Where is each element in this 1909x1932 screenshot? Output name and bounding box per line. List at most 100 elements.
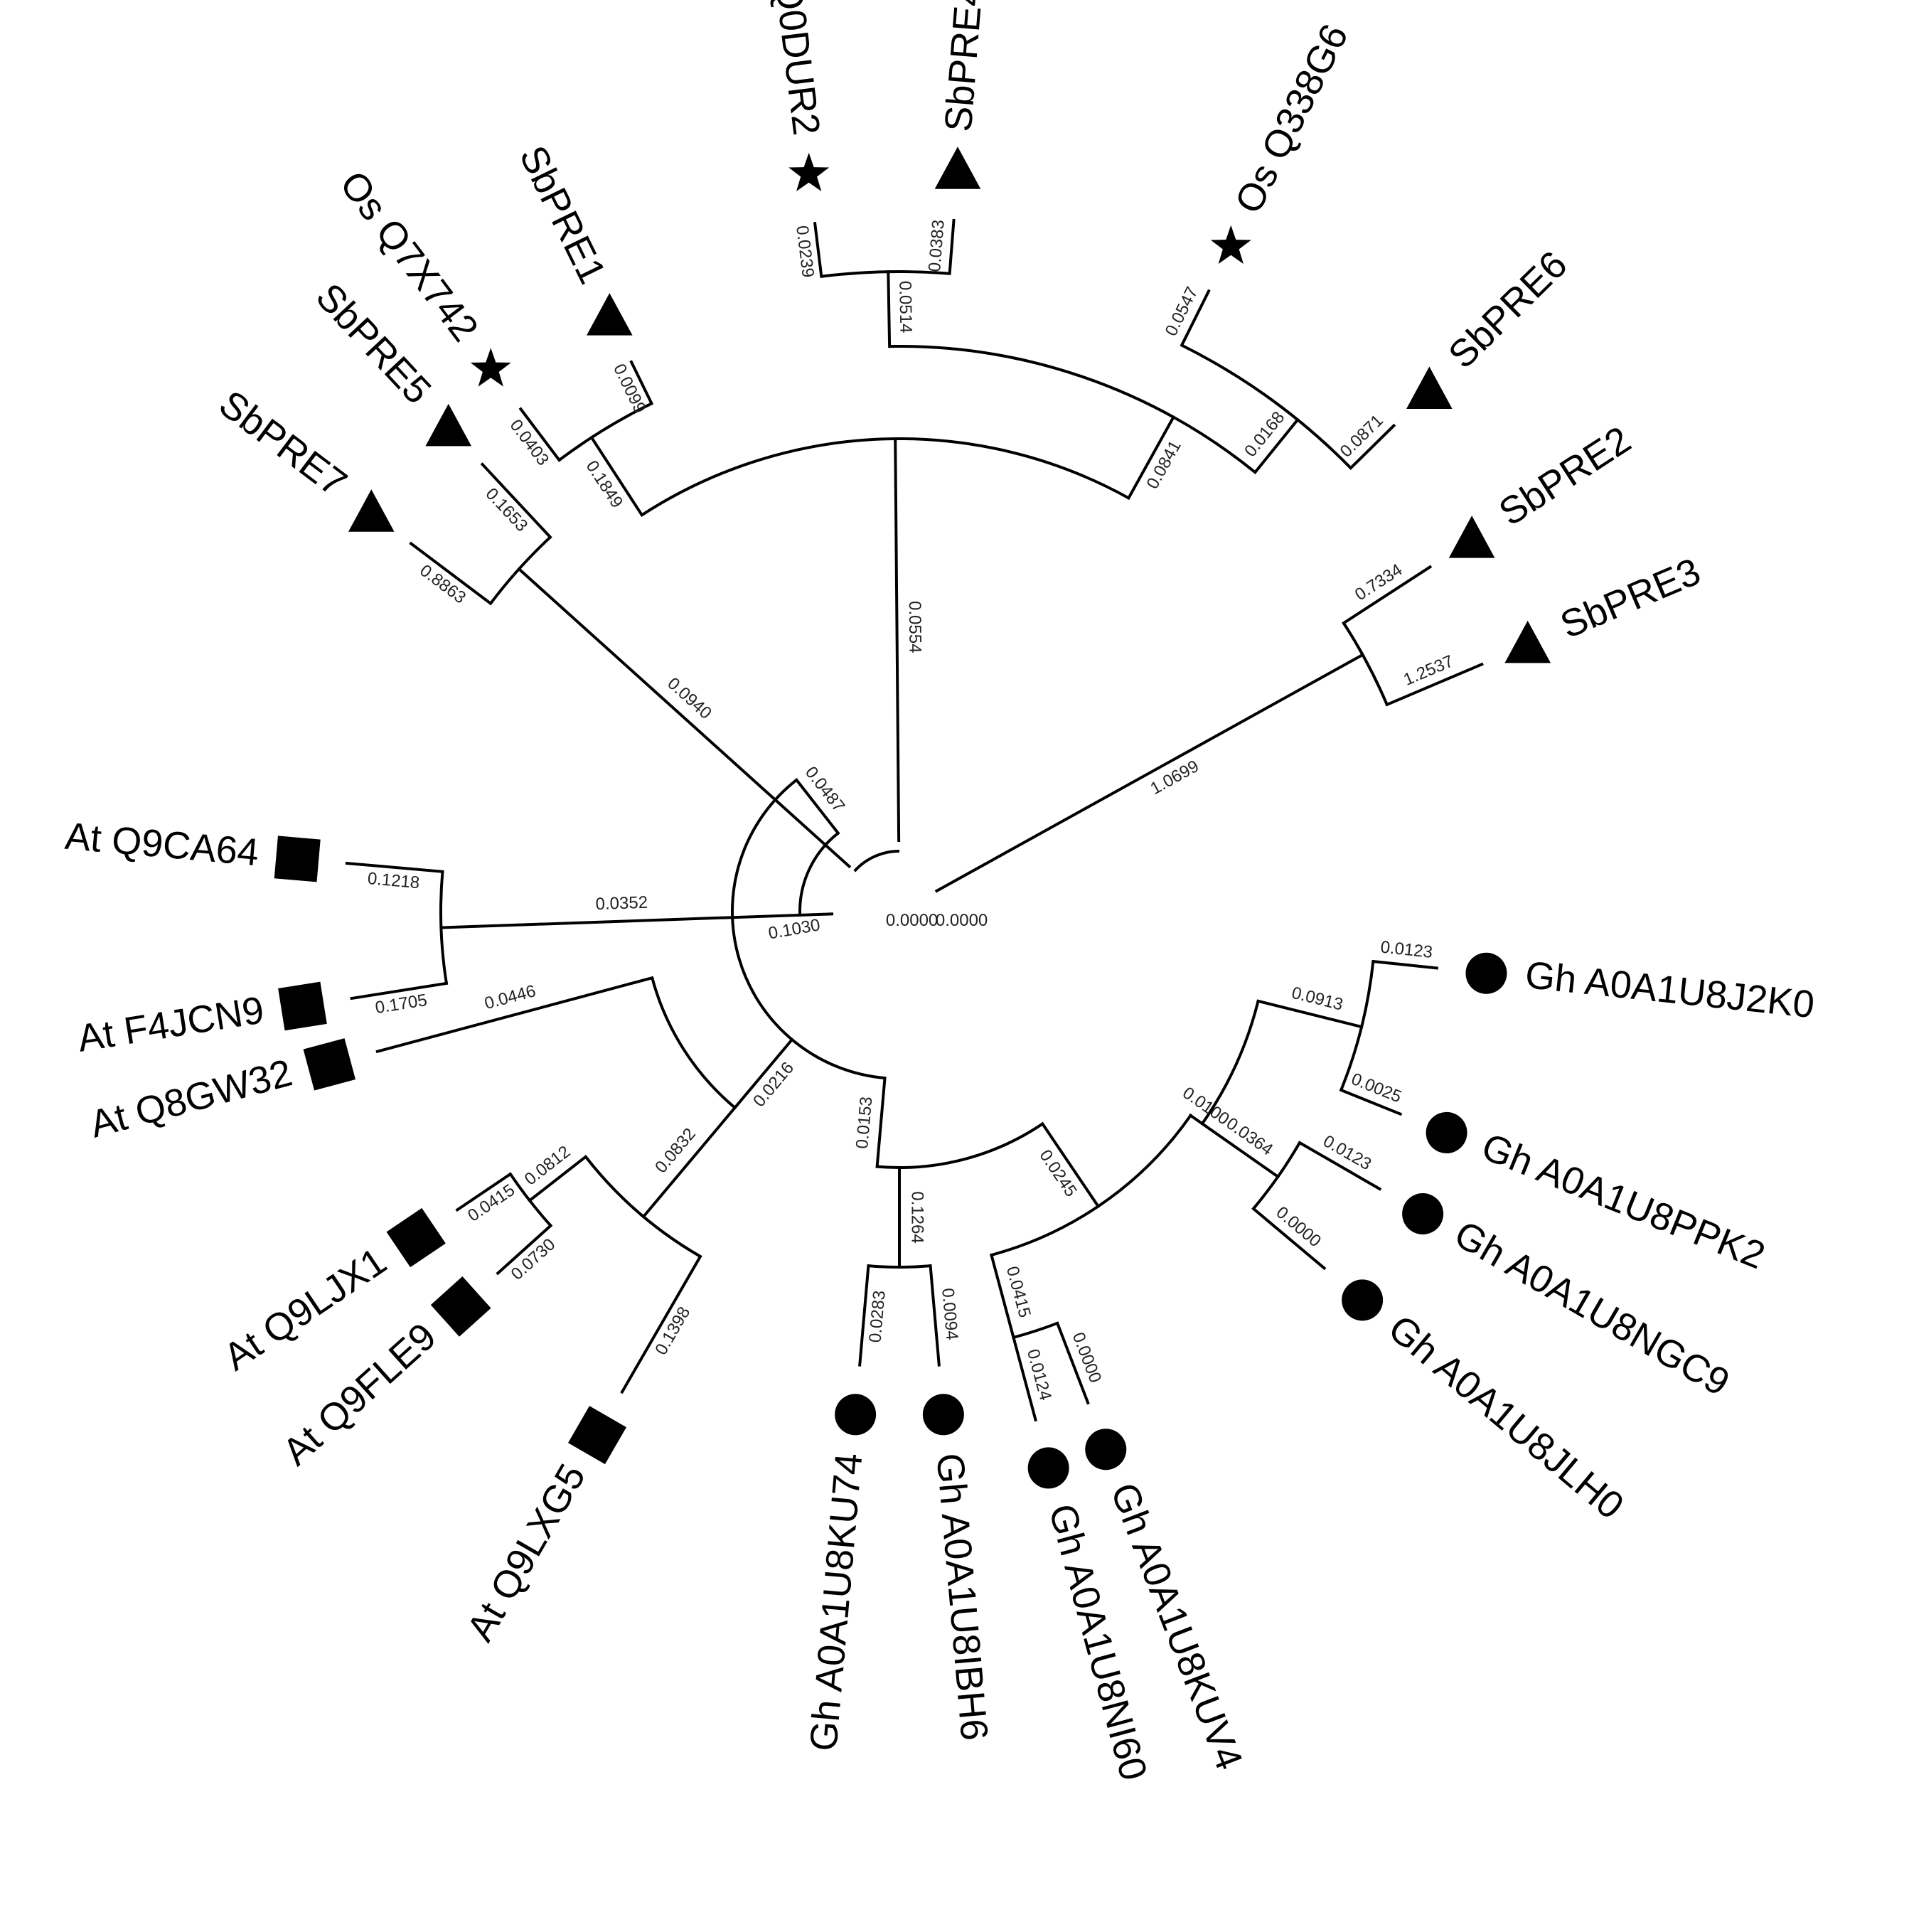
branch-at-gh — [794, 778, 840, 836]
leaf-branch — [1298, 1141, 1382, 1191]
branch-gh-clade — [875, 1076, 887, 1168]
arc-gh-ab — [868, 1264, 931, 1269]
branch-length-label: 0.0245 — [1035, 1146, 1080, 1200]
star-marker-icon — [788, 152, 830, 192]
branch-length-label: 0.0123 — [1320, 1131, 1374, 1174]
branch-length-label: 0.0841 — [1143, 437, 1185, 492]
branch-length-label: 0.0000 — [1069, 1330, 1106, 1385]
branch-at-lower-pair — [528, 1154, 588, 1203]
branch-length-label: 0.0168 — [1241, 408, 1288, 461]
arc-gh-e-base — [1097, 1114, 1192, 1208]
arc-sb-clade — [489, 535, 552, 604]
arc-os-sb-left — [558, 402, 653, 461]
leaf-branch — [929, 1264, 941, 1367]
branch-length-label: 0.0352 — [595, 893, 648, 914]
leaf-branch — [1385, 662, 1484, 707]
leaf-label: SbPRE4 — [937, 0, 991, 133]
branch-length-label: 0.0446 — [483, 981, 538, 1013]
branch-length-label: 0.0000 — [1273, 1202, 1325, 1251]
branch-length-label: 0.0283 — [865, 1290, 889, 1343]
arc-root — [853, 850, 900, 872]
circle-marker-icon — [1426, 1111, 1467, 1153]
leaf-branch — [858, 1264, 870, 1367]
leaf-label: SbPRE7 — [211, 383, 355, 506]
branch-length-label: 0.0554 — [905, 601, 925, 653]
leaf-label: At F4JCN9 — [75, 988, 267, 1060]
arc-at-pair — [439, 871, 448, 984]
circle-marker-icon — [1402, 1193, 1444, 1234]
branch-at-lower-trio — [641, 1105, 737, 1219]
triangle-marker-icon — [1448, 516, 1495, 558]
branch-length-label: 0.1264 — [908, 1191, 927, 1243]
leaf-branch — [1055, 1321, 1090, 1405]
leaf-label: Os Q338G6 — [1227, 18, 1357, 220]
tree-branches — [345, 218, 1484, 1422]
arc-gh-clade — [877, 1122, 1044, 1169]
leaf-branch — [455, 1172, 513, 1212]
leaf-label: Os Q0DUR2 — [759, 0, 828, 137]
branch-length-label: 0.0487 — [801, 763, 848, 816]
branch-sb23-clade — [934, 653, 1365, 893]
arc-gh-c — [990, 1205, 1099, 1256]
leaf-branch — [629, 360, 654, 406]
branch-at-lower — [798, 912, 834, 917]
branch-length-label: 0.0547 — [1162, 284, 1202, 339]
branch-length-label: 0.0812 — [521, 1142, 574, 1189]
arc-at-lower — [798, 832, 840, 915]
square-marker-icon — [278, 981, 327, 1031]
branch-length-label: 0.7334 — [1352, 560, 1406, 605]
arc-at-gh-split — [651, 977, 736, 1109]
branch-length-label: 0.0940 — [663, 674, 715, 723]
arc-gh-cd — [1012, 1321, 1058, 1339]
branch-gh-top — [1256, 999, 1364, 1029]
leaf-label: Gh A0A1U8J2K0 — [1523, 954, 1816, 1026]
leaf-label: Gh A0A1U8IBH6 — [929, 1451, 996, 1742]
arc-os-sb-right — [889, 345, 1256, 474]
branch-length-label: 0.1218 — [367, 869, 420, 892]
arc-at-gh — [731, 779, 885, 1080]
branch-pair-center — [887, 270, 892, 348]
square-marker-icon — [430, 1276, 491, 1337]
branch-at-gh-split — [732, 1037, 794, 1110]
circle-marker-icon — [835, 1394, 877, 1436]
branch-length-label: 0.0153 — [852, 1096, 876, 1149]
star-marker-icon — [1210, 225, 1251, 265]
circle-marker-icon — [1342, 1279, 1384, 1321]
branch-length-label: 0.0364 — [1223, 1114, 1277, 1159]
leaf-label: Gh A0A1U8KU74 — [802, 1451, 870, 1753]
leaf-branch — [350, 981, 449, 1000]
leaf-label: At Q9LXG5 — [459, 1457, 594, 1648]
leaf-label: SbPRE6 — [1440, 243, 1576, 377]
leaf-branch — [813, 222, 823, 278]
arc-pair-center — [821, 270, 950, 278]
leaf-label: SbPRE3 — [1554, 550, 1706, 646]
arc-os-sb-clade — [641, 437, 1130, 516]
leaf-branch — [496, 1223, 553, 1276]
leaf-label: SbPRE2 — [1492, 418, 1638, 534]
branch-gh-c — [1040, 1121, 1101, 1209]
leaf-label: Gh A0A1U8JLH0 — [1380, 1307, 1632, 1527]
circle-marker-icon — [1027, 1447, 1069, 1489]
branch-length-label: 0.0871 — [1337, 411, 1387, 461]
branch-gh-e2 — [1188, 1114, 1204, 1126]
leaf-branch — [1180, 289, 1211, 348]
arc-at-lower-trio — [584, 1156, 702, 1258]
branch-length-label: 0.0383 — [925, 219, 948, 272]
arc-at-lower-pair — [509, 1173, 552, 1227]
leaf-branch — [620, 1254, 702, 1394]
triangle-marker-icon — [425, 403, 472, 447]
triangle-marker-icon — [587, 293, 633, 336]
branch-length-label: 0.0216 — [749, 1058, 798, 1111]
branch-length-label: 0.0094 — [938, 1287, 961, 1340]
triangle-marker-icon — [1406, 366, 1453, 410]
leaf-branch — [345, 861, 444, 873]
circle-marker-icon — [922, 1394, 964, 1436]
arc-sb23-clade — [1342, 622, 1389, 705]
branch-length-label: 0.0832 — [651, 1124, 700, 1177]
branch-gh-cd — [989, 1253, 1015, 1340]
branch-length-label: 0.1030 — [767, 915, 822, 943]
branch-os-sb-left — [589, 435, 644, 518]
star-marker-icon — [470, 348, 511, 387]
leaf-branch — [409, 541, 493, 606]
